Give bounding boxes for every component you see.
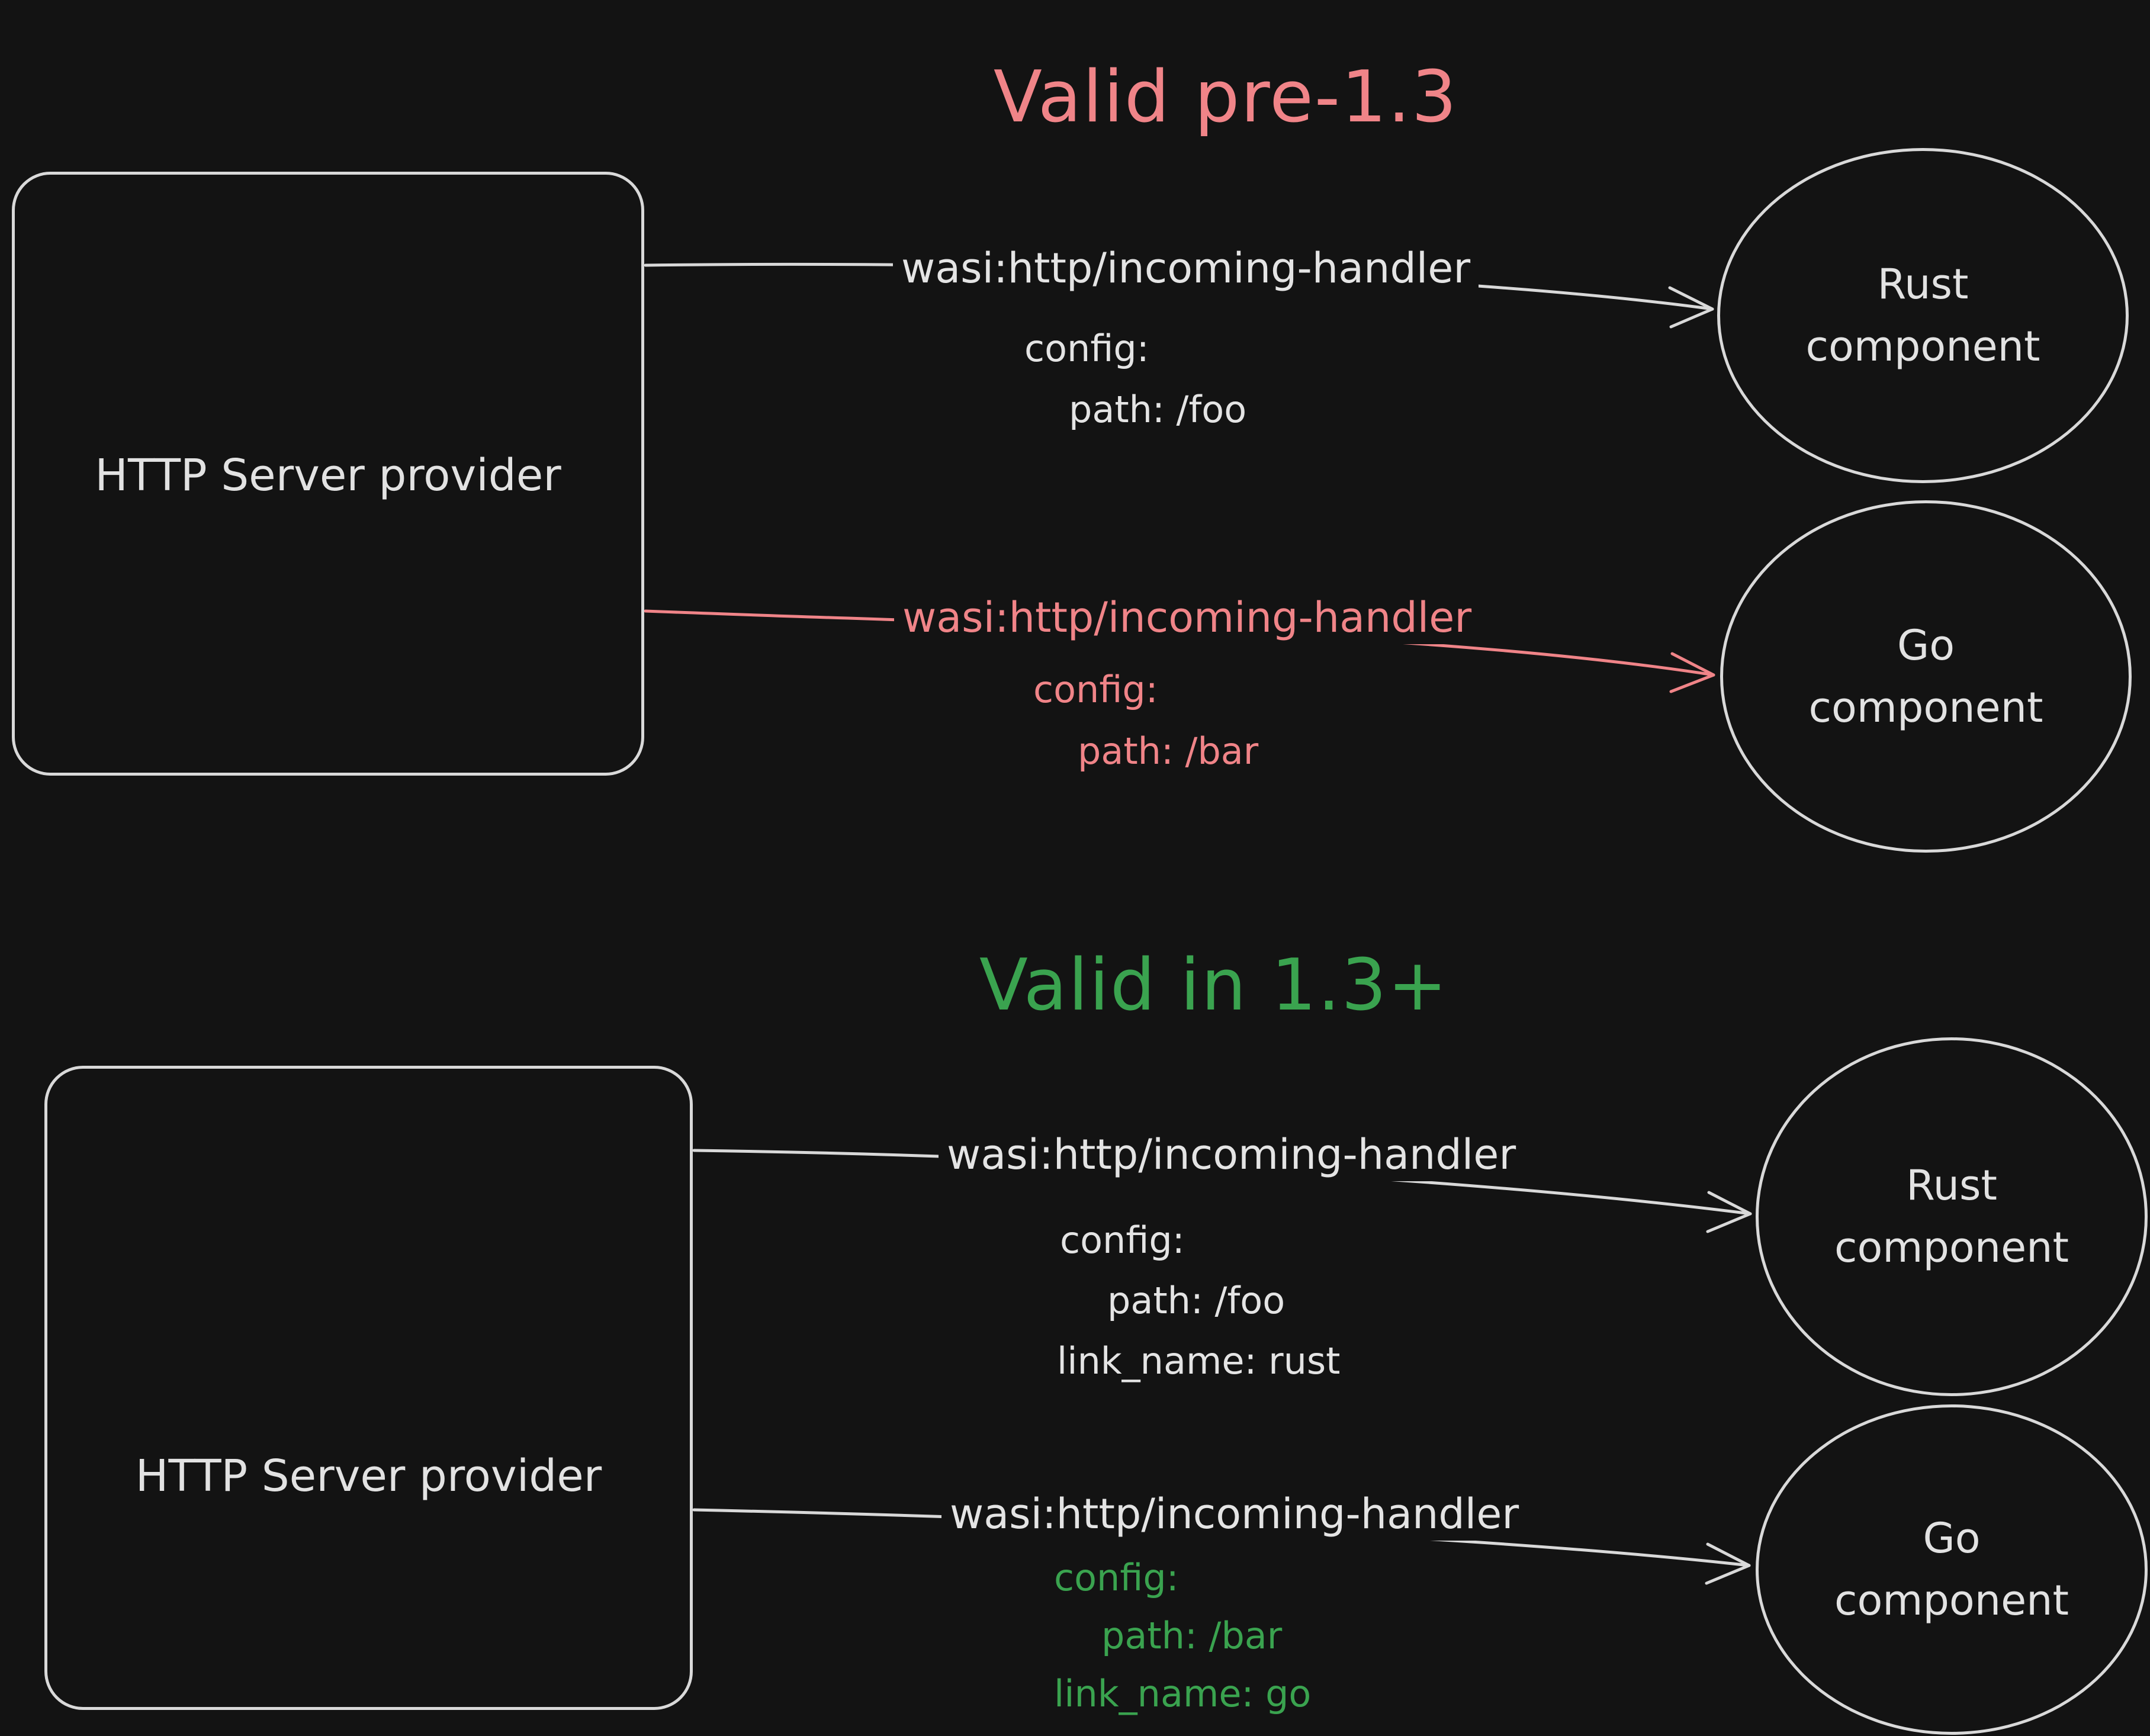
section-title-in13plus: Valid in 1.3+ <box>979 944 1449 1027</box>
config-link-name-label: link_name: go <box>1054 1672 1312 1715</box>
interface-label-pre13-go: wasi:http/incoming-handler <box>894 591 1480 644</box>
interface-label-in13-go: wasi:http/incoming-handler <box>941 1487 1528 1541</box>
node-label: component <box>1834 1223 2069 1272</box>
http-server-provider-box-pre13: HTTP Server provider <box>12 172 644 776</box>
interface-label-pre13-rust: wasi:http/incoming-handler <box>893 242 1479 295</box>
config-path-label: path: /foo <box>1107 1279 1285 1322</box>
node-label: Go <box>1897 621 1955 670</box>
config-label: config: <box>1024 327 1149 370</box>
interface-label-in13-rust: wasi:http/incoming-handler <box>939 1128 1525 1181</box>
config-label: config: <box>1060 1219 1185 1262</box>
config-label: config: <box>1054 1556 1179 1599</box>
node-label: Go <box>1923 1514 1981 1563</box>
arrowhead-icon <box>1669 652 1715 693</box>
config-path-label: path: /bar <box>1101 1614 1283 1657</box>
config-path-label: path: /bar <box>1078 729 1259 773</box>
rust-component-node-pre13: Rust component <box>1717 148 2129 483</box>
arrowhead-icon <box>1668 286 1714 329</box>
config-path-label: path: /foo <box>1069 388 1247 431</box>
http-server-provider-label: HTTP Server provider <box>95 450 561 501</box>
arrowhead-icon <box>1705 1542 1751 1585</box>
http-server-provider-box-in13plus: HTTP Server provider <box>44 1066 693 1710</box>
node-label: Rust <box>1877 260 1969 308</box>
node-label: component <box>1805 322 2040 371</box>
section-title-pre13: Valid pre-1.3 <box>993 56 1458 139</box>
node-label: component <box>1834 1576 2069 1625</box>
node-label: component <box>1808 683 2043 732</box>
arrowhead-icon <box>1706 1191 1752 1233</box>
config-label: config: <box>1033 668 1158 711</box>
go-component-node-pre13: Go component <box>1720 500 2132 853</box>
config-link-name-label: link_name: rust <box>1057 1339 1341 1383</box>
http-server-provider-label: HTTP Server provider <box>135 1451 602 1502</box>
rust-component-node-in13plus: Rust component <box>1756 1037 2148 1396</box>
node-label: Rust <box>1906 1161 1997 1210</box>
go-component-node-in13plus: Go component <box>1756 1404 2148 1735</box>
